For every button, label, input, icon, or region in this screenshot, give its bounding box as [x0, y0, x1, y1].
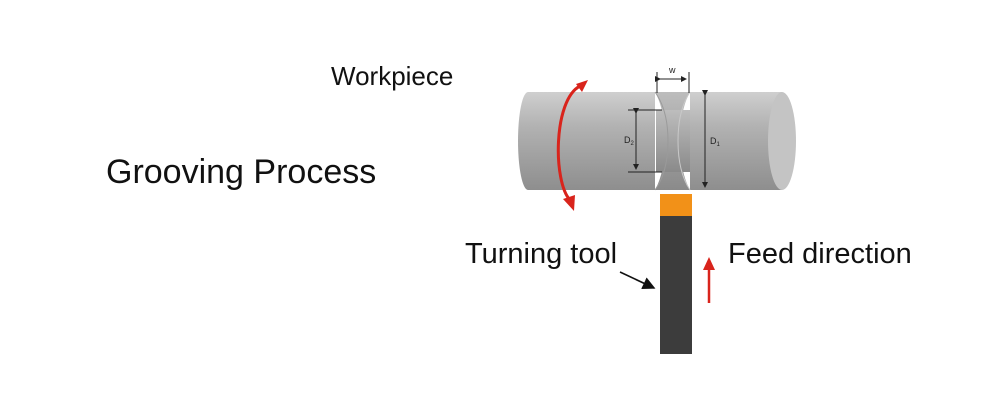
workpiece-end-face [768, 92, 796, 190]
groove-diameter-dimension: D2 [624, 108, 662, 173]
workpiece [518, 91, 796, 191]
feed-arrow [703, 257, 715, 303]
turning-tool-label: Turning tool [465, 238, 618, 270]
turning-tool [660, 194, 692, 354]
tool-body [660, 216, 692, 354]
feed-direction-label: Feed direction [728, 238, 912, 270]
outer-diameter-label: D1 [710, 136, 721, 148]
tool-insert [660, 194, 692, 216]
workpiece-left-section [518, 92, 655, 190]
diagram-title: Grooving Process [106, 153, 377, 191]
groove-width-dimension: w [655, 65, 690, 93]
outer-diameter-dimension: D1 [702, 90, 721, 188]
groove-core [656, 110, 690, 172]
groove-width-label: w [668, 65, 676, 75]
workpiece-label: Workpiece [331, 61, 454, 91]
groove-diameter-label: D2 [624, 135, 635, 147]
groove-right-shoulder [677, 91, 691, 191]
groove-left-shoulder [654, 91, 669, 191]
workpiece-right-section [690, 92, 782, 190]
tool-pointer-arrow [619, 271, 656, 290]
rotation-arrow [556, 80, 588, 211]
